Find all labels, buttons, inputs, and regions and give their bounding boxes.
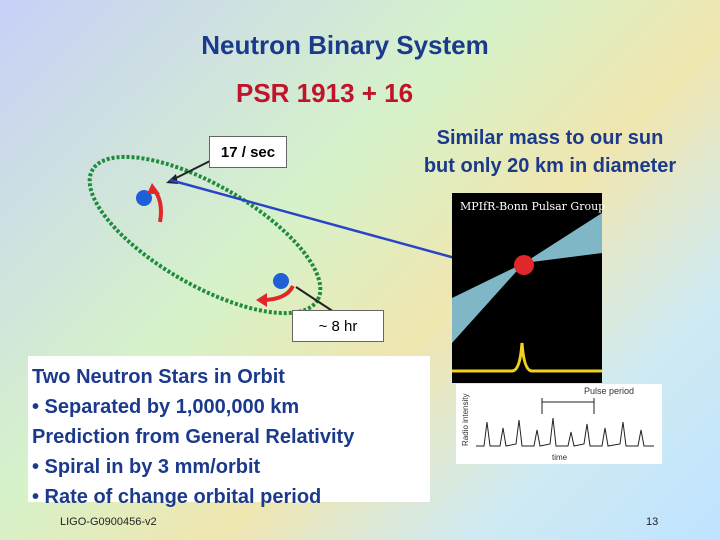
beam-upper xyxy=(524,213,602,263)
trace-axis-y-label: Radio intensity xyxy=(461,394,470,446)
slide-subtitle: PSR 1913 + 16 xyxy=(236,78,414,108)
pulsar-star xyxy=(514,255,534,275)
pulse-trace-svg: Radio intensity Pulse period time xyxy=(461,386,654,462)
neutron-star-2 xyxy=(273,273,289,289)
mass-description: Similar mass to our sun but only 20 km i… xyxy=(392,124,708,180)
trace-period-label: Pulse period xyxy=(584,386,634,396)
body-line-2: • Separated by 1,000,000 km xyxy=(32,396,300,418)
pulsar-illustration xyxy=(452,213,602,373)
period-pointer xyxy=(295,286,335,313)
mass-line-2: but only 20 km in diameter xyxy=(423,155,677,177)
rate-label-box: 17 / sec xyxy=(209,136,287,168)
pulse-trace xyxy=(476,417,654,447)
pulsar-pointer xyxy=(169,178,456,260)
pulse-trace-plot: Radio intensity Pulse period time xyxy=(456,384,662,464)
page-number: 13 xyxy=(646,516,659,528)
slide-title: Neutron Binary System xyxy=(201,30,489,60)
pulse-signal xyxy=(452,342,602,373)
period-label-box: ~ 8 hr xyxy=(292,310,384,342)
body-line-3: Prediction from General Relativity xyxy=(32,426,355,448)
trace-axis-x-label: time xyxy=(552,453,568,462)
body-text-box: Two Neutron Stars in Orbit • Separated b… xyxy=(28,356,430,508)
mass-line-1: Similar mass to our sun xyxy=(436,127,664,149)
pulsar-image xyxy=(452,193,602,383)
body-line-4: • Spiral in by 3 mm/orbit xyxy=(32,456,261,478)
rate-pointer xyxy=(171,159,213,181)
body-line-5: • Rate of change orbital period xyxy=(32,486,322,508)
body-line-1: Two Neutron Stars in Orbit xyxy=(32,366,285,388)
orbit-ellipse xyxy=(87,154,323,316)
pulsar-caption: MPIfR-Bonn Pulsar Group xyxy=(460,200,606,213)
beam-lower xyxy=(452,263,524,343)
footer-doc-id: LIGO-G0900456-v2 xyxy=(60,516,157,528)
